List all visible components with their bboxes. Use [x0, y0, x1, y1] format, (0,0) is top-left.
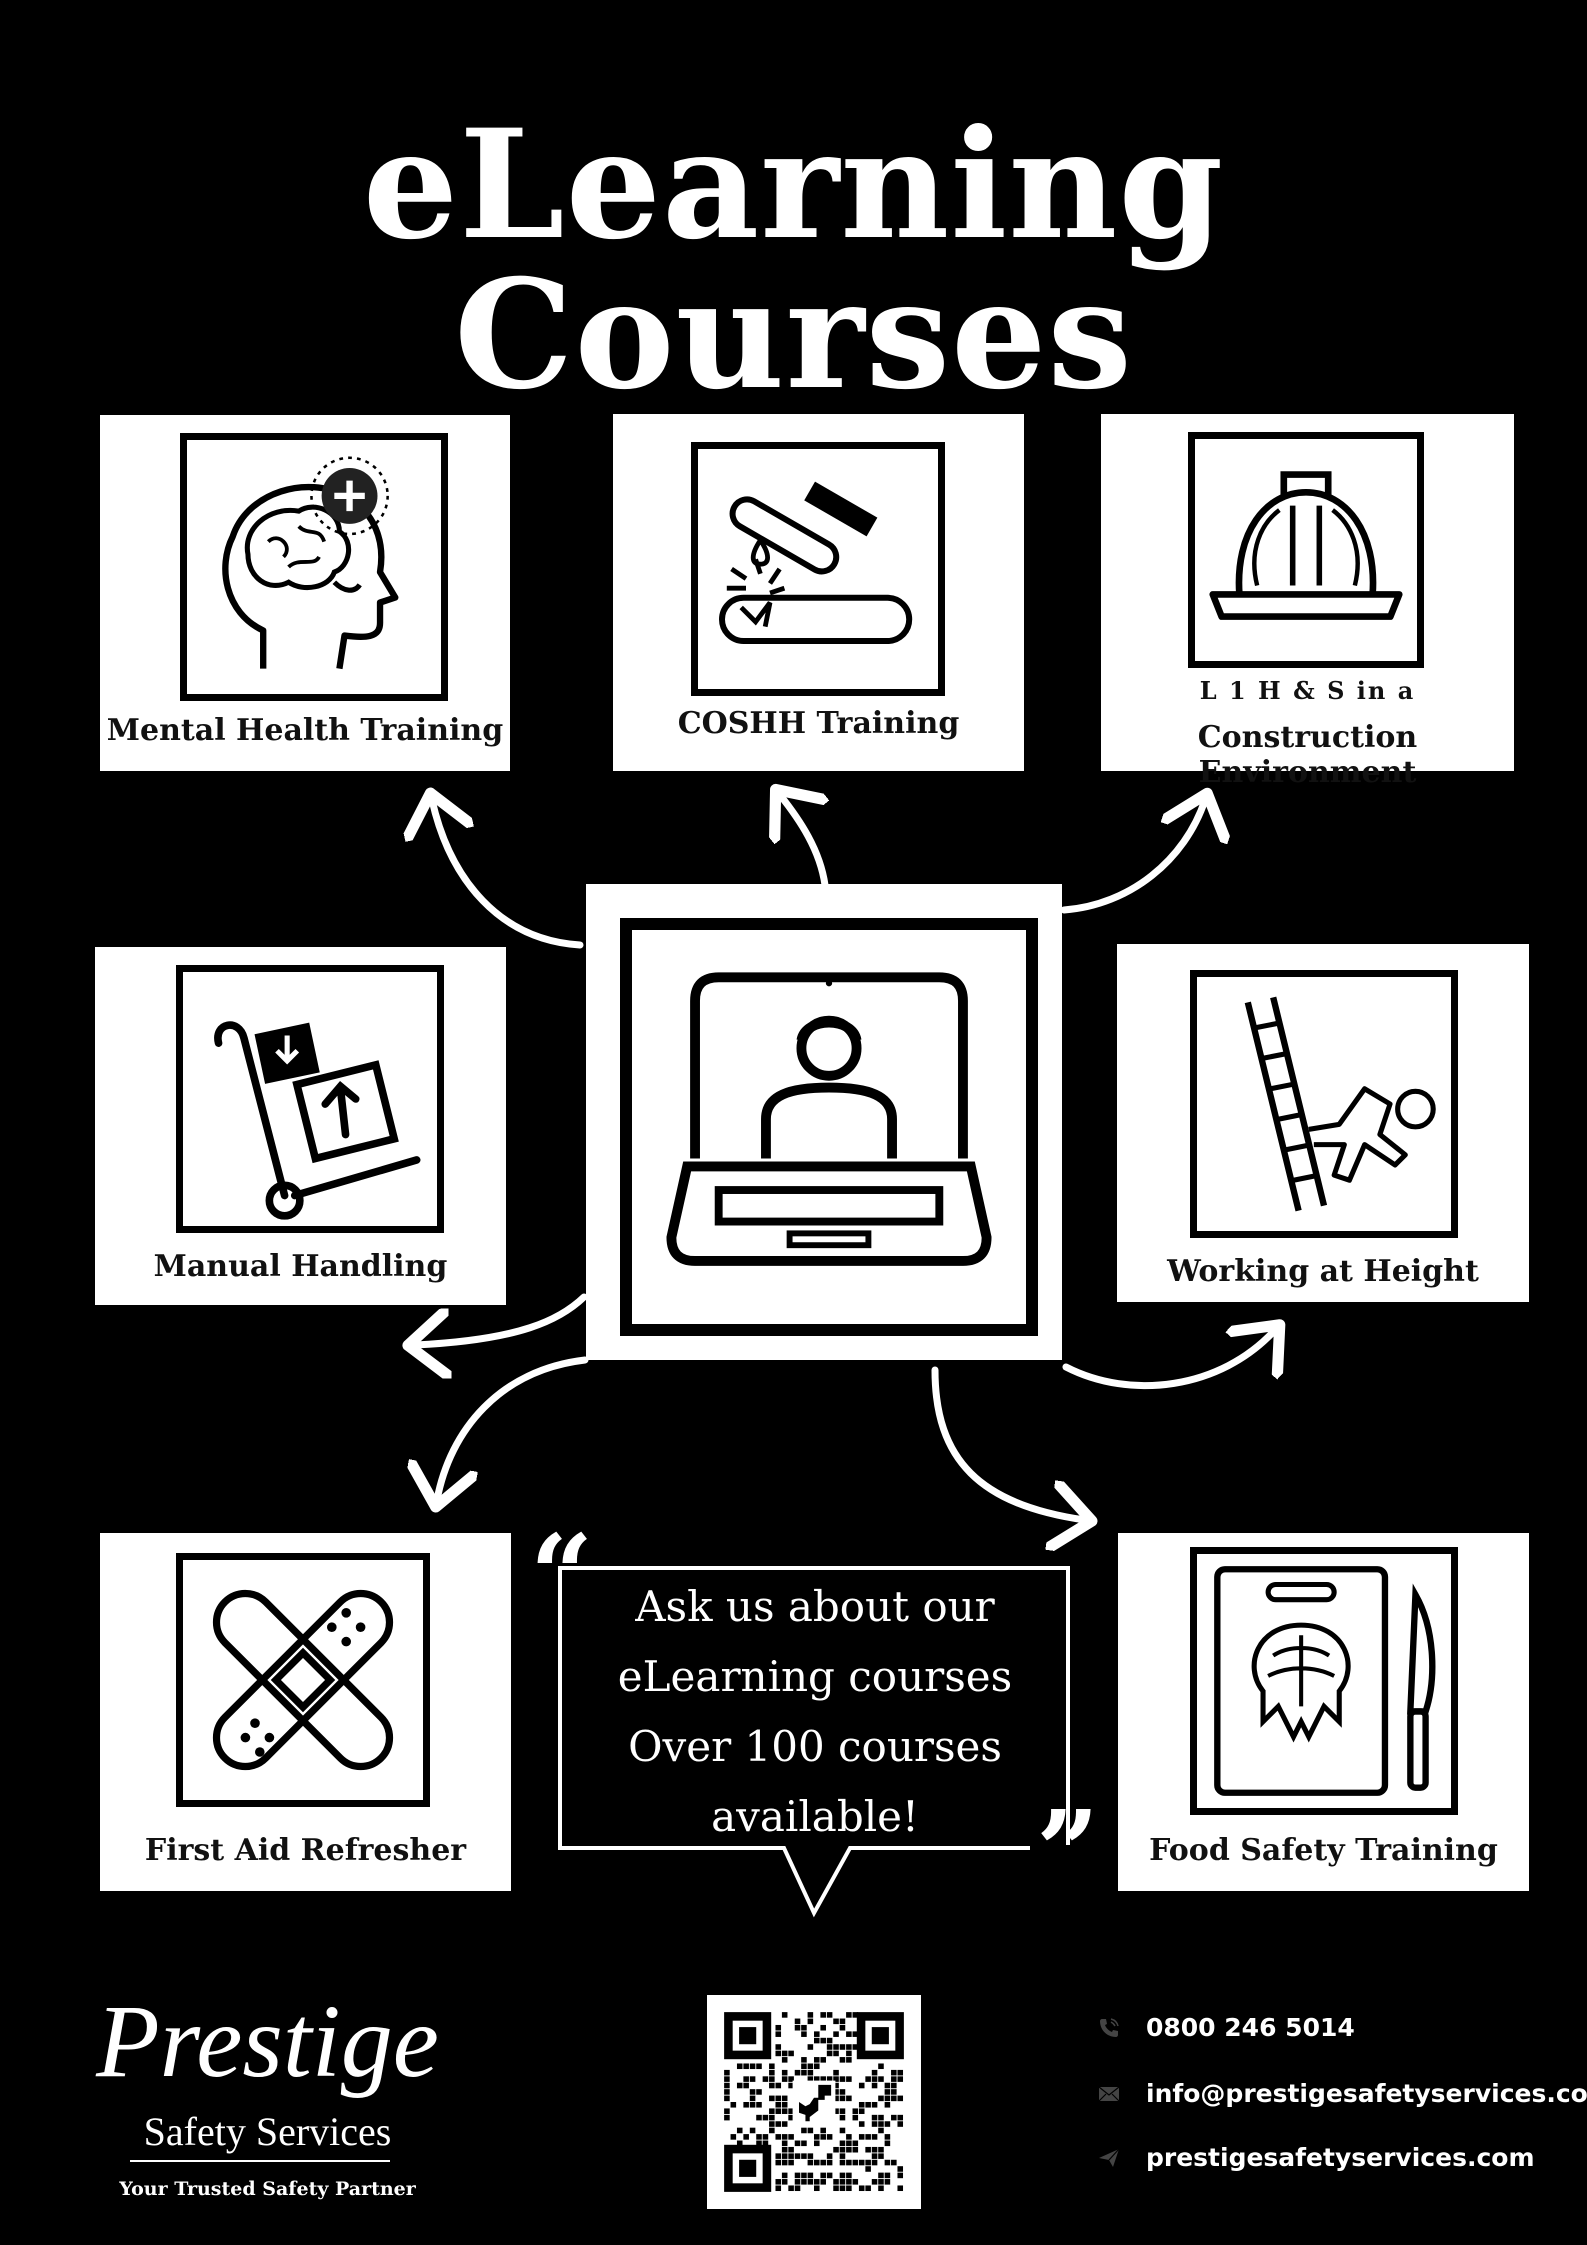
fish-board-icon — [1190, 1547, 1458, 1815]
chemical-spill-icon — [691, 442, 945, 696]
logo-divider — [130, 2160, 390, 2162]
course-label: Food Safety Training — [1149, 1833, 1498, 1868]
arrow-mental-health — [432, 800, 584, 949]
course-label: Mental Health Training — [106, 713, 504, 748]
arrow-first-aid — [437, 1356, 589, 1500]
website-url: prestigesafetyservices.com — [1146, 2143, 1535, 2172]
send-icon — [1094, 2146, 1124, 2170]
course-label: Manual Handling — [153, 1249, 448, 1284]
logo-subtitle: Safety Services — [143, 2109, 392, 2154]
bubble-line: Over 100 courses — [628, 1722, 1002, 1771]
bandage-icon — [176, 1553, 430, 1807]
phone-icon — [1094, 2016, 1124, 2040]
qr-code-icon[interactable] — [707, 1995, 921, 2209]
arrow-construction — [1060, 800, 1205, 914]
phone-number: 0800 246 5014 — [1146, 2013, 1355, 2042]
bubble-line: available! — [711, 1792, 919, 1841]
course-card-manual-handling[interactable]: Manual Handling — [95, 947, 506, 1305]
course-label: Construction Environment — [1197, 720, 1418, 790]
arrow-working-at-height — [1062, 1330, 1275, 1390]
open-quote: “ — [530, 1510, 594, 1639]
course-card-food-safety[interactable]: Food Safety Training — [1118, 1533, 1529, 1891]
bubble-line: eLearning courses — [617, 1652, 1013, 1701]
contact-email[interactable]: info@prestigesafetyservices.com — [1094, 2079, 1587, 2108]
envelope-icon — [1094, 2082, 1124, 2106]
course-label-small: L 1 H & S in a — [1199, 676, 1416, 705]
course-card-first-aid[interactable]: First Aid Refresher — [100, 1533, 511, 1891]
hard-hat-icon — [1188, 432, 1424, 668]
close-quote: ” — [1036, 1786, 1100, 1915]
logo-name: Prestige — [96, 1984, 439, 2099]
page-title: eLearning Courses — [362, 97, 1225, 423]
course-card-mental-health[interactable]: Mental Health Training — [100, 415, 510, 771]
course-card-construction[interactable]: L 1 H & S in a Construction Environment — [1101, 414, 1514, 790]
brain-head-icon — [180, 433, 448, 701]
bubble-line: Ask us about our — [635, 1582, 995, 1631]
logo-tagline: Your Trusted Safety Partner — [119, 2178, 416, 2200]
course-label: Working at Height — [1167, 1254, 1479, 1289]
bubble-text: Ask us about our eLearning courses Over … — [570, 1572, 1060, 1852]
course-label: COSHH Training — [677, 706, 960, 741]
ladder-fall-icon — [1190, 970, 1458, 1238]
dinosaur-icon — [799, 2084, 832, 2122]
hand-trolley-icon — [176, 965, 444, 1233]
course-card-coshh[interactable]: COSHH Training — [613, 414, 1024, 771]
laptop-user-icon — [666, 972, 992, 1266]
center-laptop-card — [586, 884, 1062, 1360]
contact-phone[interactable]: 0800 246 5014 — [1094, 2013, 1355, 2042]
arrow-coshh — [780, 795, 825, 889]
course-label: First Aid Refresher — [144, 1833, 467, 1868]
course-card-working-at-height[interactable]: Working at Height — [1117, 944, 1529, 1302]
email-address: info@prestigesafetyservices.com — [1146, 2079, 1587, 2108]
contact-website[interactable]: prestigesafetyservices.com — [1094, 2143, 1535, 2172]
arrow-food-safety — [931, 1366, 1085, 1520]
